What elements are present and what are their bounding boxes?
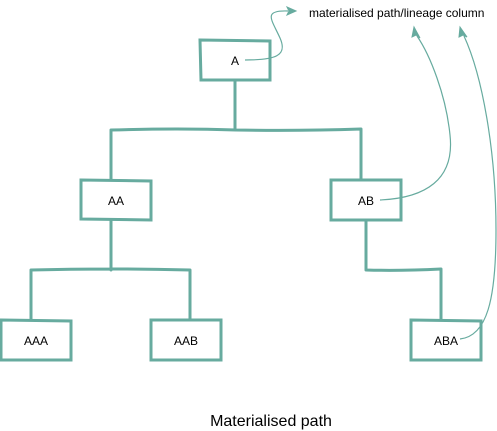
tree-node-aaa: AAA bbox=[0, 318, 73, 362]
annotation-label: materialised path/lineage column bbox=[309, 6, 484, 20]
node-label-aab: AAB bbox=[174, 334, 198, 348]
arrow-from-ab bbox=[379, 35, 452, 201]
tree-node-aba: ABA bbox=[409, 318, 483, 362]
arrow-head-a bbox=[285, 5, 298, 17]
arrow-head-aba bbox=[458, 25, 468, 38]
diagram-caption: Materialised path bbox=[210, 413, 332, 430]
annotation-arrows bbox=[244, 5, 497, 340]
node-box bbox=[149, 318, 223, 362]
node-label-aaa: AAA bbox=[24, 334, 48, 348]
arrow-from-aba bbox=[459, 35, 497, 340]
node-box bbox=[409, 318, 483, 362]
node-label-a: A bbox=[231, 54, 239, 68]
node-label-aba: ABA bbox=[434, 334, 458, 348]
node-label-aa: AA bbox=[108, 194, 124, 208]
tree-node-aa: AA bbox=[79, 178, 153, 222]
edge-a-to-children bbox=[109, 78, 363, 182]
node-box bbox=[0, 318, 73, 362]
node-box bbox=[198, 38, 272, 82]
tree-connectors bbox=[29, 78, 443, 322]
arrow-head-ab bbox=[411, 25, 421, 39]
tree-node-a: A bbox=[198, 38, 272, 82]
arrow-from-a bbox=[244, 10, 289, 61]
tree-node-aab: AAB bbox=[149, 318, 223, 362]
node-box bbox=[79, 178, 153, 222]
node-box bbox=[329, 178, 403, 222]
edge-ab-to-children bbox=[364, 218, 443, 322]
node-label-ab: AB bbox=[358, 194, 374, 208]
tree-node-ab: AB bbox=[329, 178, 403, 222]
edge-aa-to-children bbox=[29, 218, 192, 322]
